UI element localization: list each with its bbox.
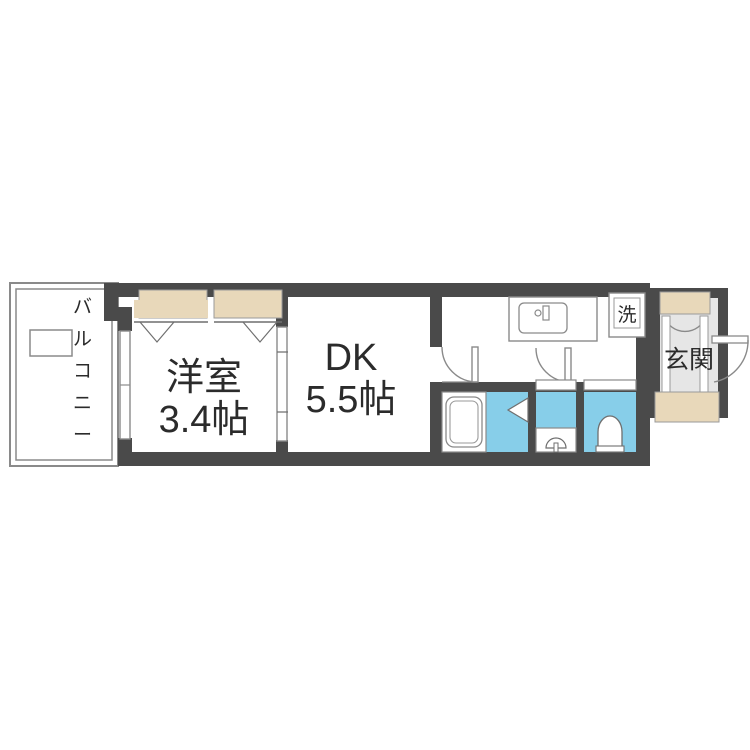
front-door-arc [713, 339, 749, 383]
bedroom-label: 洋室 [166, 357, 242, 399]
washing-machine-space: 洗 [608, 292, 646, 338]
wall-vanity-toilet-partition [576, 388, 584, 466]
entry-tile [654, 391, 720, 423]
toilet-tank-top [583, 379, 637, 391]
wall-entrance-right [718, 288, 728, 418]
balcony-label-char-5: ー [73, 425, 92, 446]
closet-right [213, 289, 283, 343]
toilet-room [583, 379, 637, 453]
dk-area-label: 5.5帖 [306, 379, 397, 421]
entrance-area: 玄関 [654, 291, 749, 423]
entrance-left-trim [661, 315, 671, 393]
wall-bedroom-left-jog [118, 307, 132, 331]
balcony-label-char-1: バ [73, 297, 92, 318]
hall-kitchen-area: 洗 [441, 292, 646, 383]
closet-right-door-mark [242, 321, 278, 343]
wall-bedroom-left-upper [104, 283, 118, 321]
balcony-outdoor-unit [29, 329, 73, 357]
bedroom-floor [132, 297, 276, 452]
wall-entrance-left [650, 297, 660, 415]
bedroom-area: 洋室 3.4帖 [119, 289, 295, 452]
dk-area: DK 5.5帖 [288, 297, 430, 452]
balcony-inner-outline [15, 288, 113, 461]
dk-hall-door-panel[interactable] [471, 346, 479, 383]
vanity-room [535, 379, 577, 453]
toilet-bowl [597, 415, 623, 453]
balcony-area: バ ル コ ニ ー [9, 282, 119, 467]
entrance-right-trim [699, 315, 709, 393]
bathroom [441, 391, 529, 453]
bath-door-panel[interactable] [564, 347, 572, 383]
vanity-faucet [553, 442, 559, 453]
closet-left-jog [134, 300, 208, 318]
front-door[interactable] [711, 335, 749, 383]
balcony-label-char-3: コ [73, 361, 92, 382]
toilet-base [595, 445, 625, 453]
kitchen-counter [508, 296, 598, 342]
bath-folding-door-mark[interactable] [506, 396, 529, 424]
wall-bottom [118, 452, 650, 466]
dk-floor [288, 297, 430, 452]
wall-dk-hall-lower [430, 382, 442, 466]
balcony-label-char-2: ル [73, 329, 92, 350]
bedroom-area-label: 3.4帖 [159, 399, 250, 441]
washing-machine-inner [613, 297, 641, 329]
closet-right-fill [213, 289, 283, 319]
bedroom-dk-door-frame[interactable] [276, 326, 288, 442]
closet-left-door-mark [139, 321, 175, 343]
balcony-label-char-4: ニ [73, 393, 92, 414]
shoe-cabinet [659, 291, 711, 315]
balcony-sliding-door[interactable] [119, 330, 131, 440]
washing-machine-label: 洗 [617, 304, 636, 326]
kitchen-faucet [542, 305, 550, 321]
entrance-label: 玄関 [664, 346, 714, 374]
wall-bedroom-dk-lower [276, 440, 288, 466]
front-door-panel[interactable] [711, 335, 749, 344]
wall-bath-vanity-partition [528, 388, 536, 466]
kitchen-sink-drain [534, 309, 542, 317]
dk-hall-door[interactable] [441, 346, 479, 383]
dk-label: DK [325, 337, 378, 379]
vanity-cabinet-top [535, 379, 577, 391]
wall-dk-hall-upper [430, 297, 442, 347]
water-area [441, 379, 637, 453]
bathtub-inner [449, 400, 479, 444]
closet-left [134, 289, 208, 343]
